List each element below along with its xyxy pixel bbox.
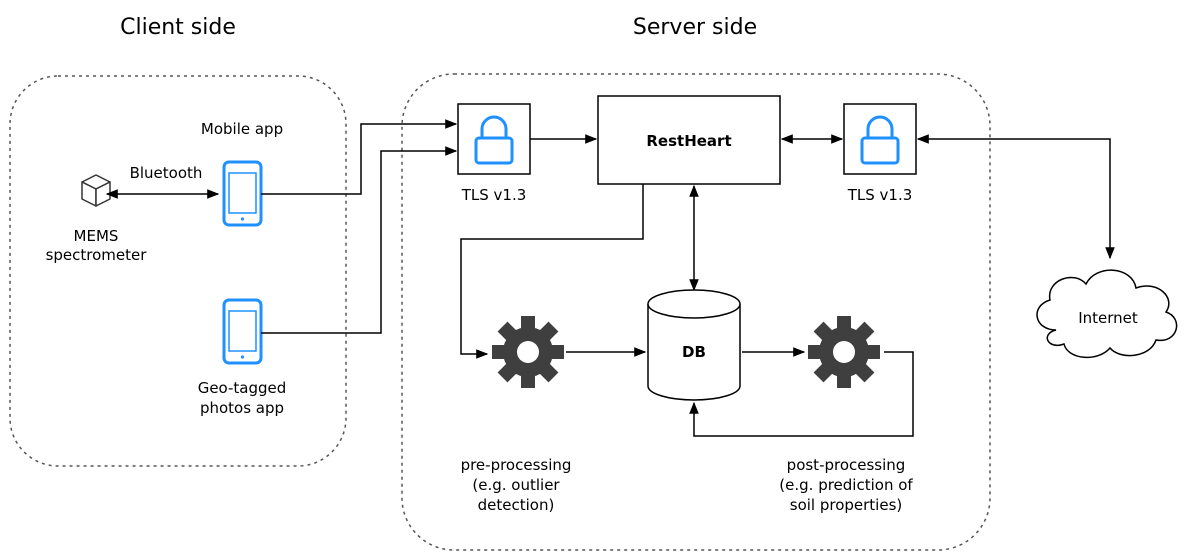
- database-icon: [647, 289, 741, 401]
- smartphone-icon: [222, 160, 263, 227]
- cloud-icon: [1036, 269, 1178, 359]
- tls-right-label: TLS v1.3: [847, 186, 913, 204]
- lock-icon: [860, 115, 900, 165]
- restheart-to-preprocessing-connector: [460, 184, 644, 359]
- tls-internet-link: [916, 134, 1115, 260]
- bluetooth-label: Bluetooth: [130, 164, 203, 182]
- server-side-title: Server side: [633, 15, 757, 40]
- preprocessing-label-line2: (e.g. outlier: [472, 476, 560, 494]
- postprocessing-label-line1: post-processing: [787, 456, 906, 474]
- geo-app-label-line1: Geo-tagged: [198, 379, 287, 397]
- restheart-label: RestHeart: [646, 132, 731, 150]
- geo-app-label-line2: photos app: [200, 399, 284, 417]
- gear-icon: [808, 316, 880, 388]
- lock-icon: [474, 115, 514, 165]
- postprocessing-label-line2: (e.g. prediction of: [779, 476, 913, 494]
- client-side-region: [9, 75, 347, 467]
- geo-app-to-tls-connector: [261, 146, 458, 334]
- tls-left-label: TLS v1.3: [461, 186, 527, 204]
- client-side-title: Client side: [120, 15, 236, 40]
- smartphone-icon: [222, 298, 263, 365]
- mems-label-line2: spectrometer: [46, 246, 148, 264]
- mobile-app-label: Mobile app: [201, 120, 283, 138]
- restheart-box: [597, 95, 781, 185]
- mobile-app-to-tls-connector: [261, 119, 458, 195]
- internet-label: Internet: [1078, 309, 1138, 327]
- server-side-region: [401, 73, 991, 551]
- postprocessing-to-db-connector: [689, 351, 914, 437]
- gear-icon: [492, 316, 564, 388]
- sensor-cube-icon: [81, 174, 111, 207]
- preprocessing-label-line1: pre-processing: [461, 456, 572, 474]
- postprocessing-label-line3: soil properties): [790, 496, 903, 514]
- preprocessing-label-line3: detection): [478, 496, 555, 514]
- db-label: DB: [682, 343, 706, 361]
- mems-label-line1: MEMS: [74, 227, 119, 245]
